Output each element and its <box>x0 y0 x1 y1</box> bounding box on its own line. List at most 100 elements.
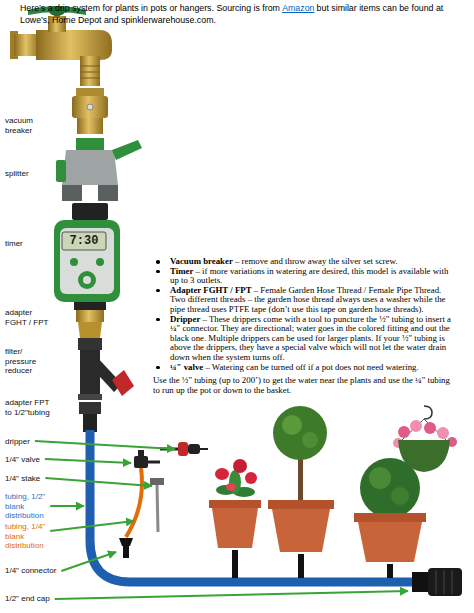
valve-part <box>138 450 144 456</box>
timer-part <box>96 258 104 266</box>
topiary-pot-part <box>302 432 318 448</box>
tubing-adapter-part <box>83 414 97 432</box>
timer-part <box>70 258 78 266</box>
bullet-item: ¼" valve– Watering can be turned off if … <box>153 363 453 373</box>
topiary-pot <box>268 406 334 578</box>
note-term: ¼" valve <box>170 362 203 372</box>
note-text: – These drippers come with a tool to pun… <box>170 314 451 362</box>
leader-arrow <box>61 552 116 571</box>
bullet-item: Adapter FGHT / FPT– Female Garden Hose T… <box>153 286 453 315</box>
flower-pot-part <box>215 468 229 480</box>
intro-text: Here’s a drip system for plants in pots … <box>20 3 280 13</box>
bush-pot-part <box>387 564 393 578</box>
bullet-dot <box>156 366 160 370</box>
leader-arrow <box>45 459 131 463</box>
dripper-part <box>178 442 188 456</box>
part-label: 1/4" connector <box>5 566 56 576</box>
faucet-part <box>80 66 100 78</box>
timer-part <box>72 203 108 220</box>
part-label: timer <box>5 239 23 249</box>
leader-arrow <box>50 505 84 507</box>
bush-pot <box>354 458 426 578</box>
topiary-pot-part <box>298 554 304 578</box>
note-text: – if more variations in watering are des… <box>170 266 448 286</box>
bush-pot-part <box>391 487 409 505</box>
vacuum-breaker-part <box>72 96 108 118</box>
hanging-basket-part <box>398 440 450 472</box>
connector-part <box>119 538 133 546</box>
valve-part <box>134 456 148 468</box>
leader-arrows <box>35 441 408 599</box>
topiary-pot-part <box>273 406 327 460</box>
hanging-basket <box>393 406 457 472</box>
hanging-basket-part <box>424 406 432 419</box>
flower-pot-part <box>245 472 257 484</box>
splitter-part <box>112 140 142 160</box>
filter-part <box>78 394 102 400</box>
filter <box>78 338 134 400</box>
tubing-adapter <box>79 402 101 432</box>
splitter-part <box>98 185 118 201</box>
end-cap <box>412 568 462 596</box>
timer-part <box>62 232 106 250</box>
part-label: 1/2" end cap <box>5 594 50 604</box>
note-term: Dripper <box>170 314 200 324</box>
valve-part <box>148 461 160 464</box>
splitter-part <box>56 160 66 182</box>
splitter-part <box>62 185 82 201</box>
filter-part <box>112 370 134 396</box>
flower-pot-part <box>232 550 238 578</box>
flower-pot-part <box>209 500 261 508</box>
part-label: 1/4" stake <box>5 474 40 484</box>
faucet-part <box>36 30 112 60</box>
leader-arrow <box>50 521 134 531</box>
part-label: dripper <box>5 437 30 447</box>
timer-part <box>78 271 96 289</box>
splitter-part <box>76 138 104 150</box>
end-cap-part <box>428 568 462 596</box>
timer-part <box>60 228 114 294</box>
hanging-basket-part <box>424 422 436 434</box>
half-inch-tubing <box>90 430 414 582</box>
stake <box>150 478 164 532</box>
adapter-fitting-part <box>78 322 102 338</box>
note-term: Timer <box>170 266 193 276</box>
stake-part <box>150 478 164 485</box>
note-term: Vacuum breaker <box>170 256 233 266</box>
bush-pot-part <box>358 522 422 562</box>
bullet-dot <box>156 289 160 293</box>
valve <box>134 450 160 468</box>
note-text: – Watering can be turned off if a pot do… <box>205 362 418 372</box>
flower-pot-part <box>226 483 236 491</box>
bullet-item: Timer– if more variations in watering ar… <box>153 267 453 286</box>
timer-display: 7:30 <box>62 232 106 250</box>
topiary-pot-part <box>282 415 302 435</box>
flower-pot-part <box>212 508 258 548</box>
hanging-basket-part <box>437 427 449 439</box>
end-cap-part <box>412 572 428 592</box>
note-term: Adapter FGHT / FPT <box>170 285 252 295</box>
part-label: 1/4" valve <box>5 455 40 465</box>
flower-pot <box>209 459 261 578</box>
hanging-basket-part <box>398 426 410 438</box>
vacuum-breaker <box>72 88 108 134</box>
hanging-basket-part <box>410 420 422 432</box>
part-label: tubing, 1/4" blank distribution <box>5 522 53 551</box>
flower-pot-part <box>233 459 247 473</box>
adapter-fitting-part <box>76 310 104 322</box>
note-text: – remove and throw away the silver set s… <box>235 256 397 266</box>
source-link: Amazon <box>282 3 314 13</box>
part-label: splitter <box>5 169 29 179</box>
notes-list: Vacuum breaker– remove and throw away th… <box>153 257 453 395</box>
timer-part <box>83 276 91 284</box>
bullet-dot <box>156 318 160 322</box>
leader-arrow <box>35 441 175 449</box>
topiary-pot-part <box>272 509 330 552</box>
note-text: Use the ½" tubing (up to 200’) to get th… <box>153 375 450 395</box>
bullet-dot <box>156 260 160 264</box>
timer <box>54 203 120 310</box>
part-label: adapter FGHT / FPT <box>5 308 55 327</box>
splitter-part <box>62 150 118 185</box>
timer-part <box>74 302 106 310</box>
